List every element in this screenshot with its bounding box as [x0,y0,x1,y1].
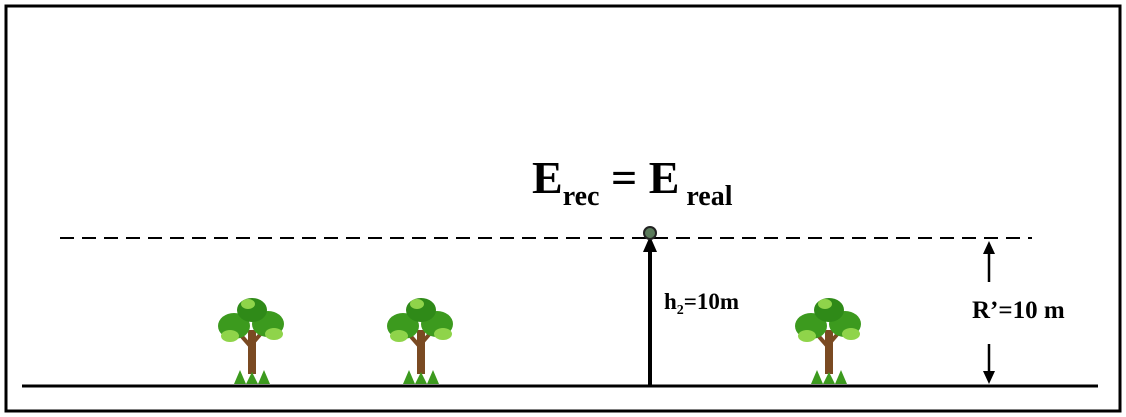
radius-dimension-arrow [983,241,995,384]
height-symbol: h [664,289,677,314]
equation-right-symbol: E [648,152,680,203]
height-arrowhead [643,236,657,252]
equation-left-subscript: rec [562,181,600,212]
tree-icon [387,298,453,384]
field-equality-equation: Erec = E real [532,150,733,213]
receiver-height-label: h2=10m [664,288,739,320]
equation-operator: = [599,152,649,203]
tree-icon [218,298,284,384]
tree-icon [795,298,861,384]
radius-label: R’=10 m [972,297,1065,324]
figure-border [4,4,1122,413]
equation-left-symbol: E [532,152,563,203]
height-value: =10m [683,289,740,314]
height-subscript: 2 [676,303,684,318]
equation-right-subscript: real [679,181,733,212]
receiver-point-icon [643,226,657,240]
